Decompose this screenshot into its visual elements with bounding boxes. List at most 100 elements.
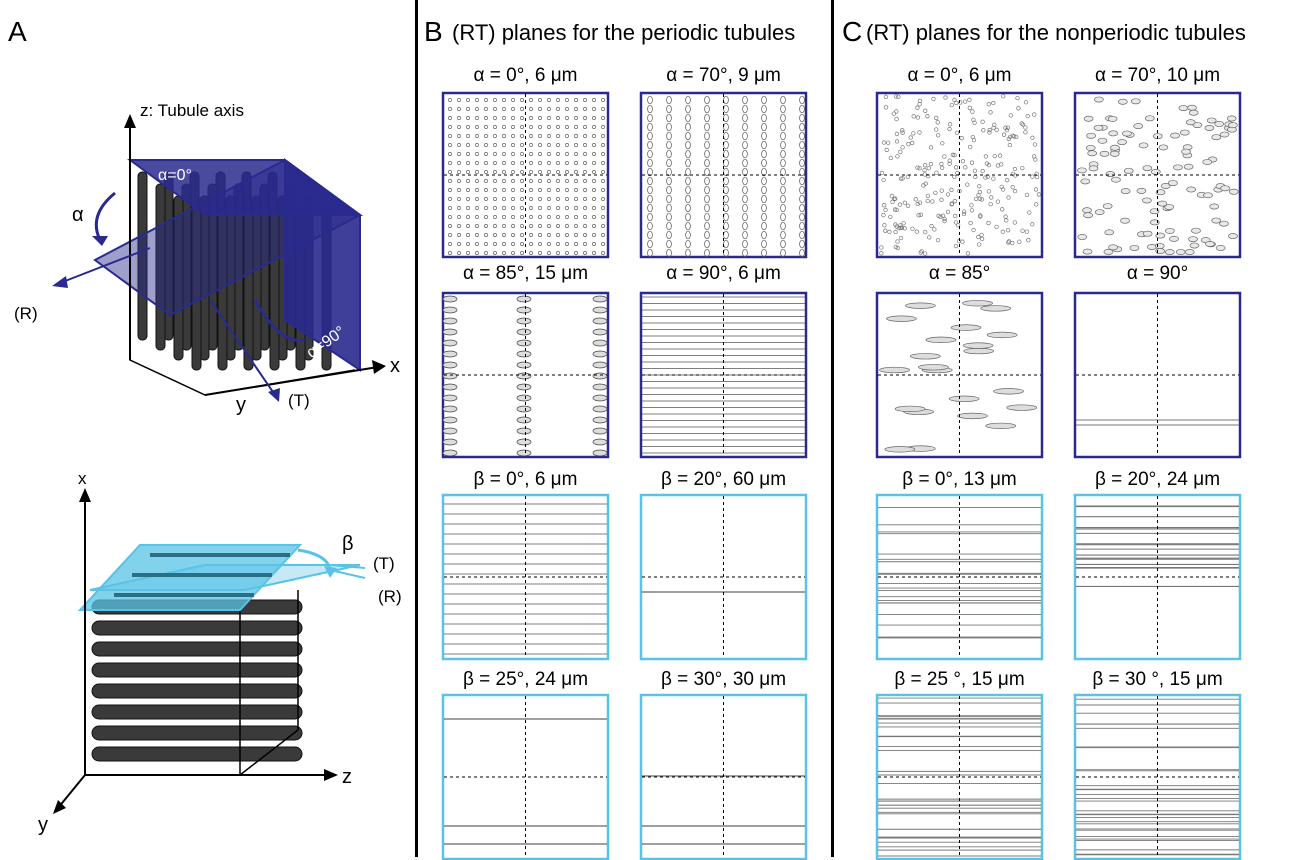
rt-plane-tile <box>639 693 808 860</box>
tubule-section <box>1088 165 1099 172</box>
tubule-section <box>466 188 470 192</box>
tubule-section <box>952 198 958 204</box>
tubule-section <box>994 224 999 230</box>
tubule-section <box>601 116 605 120</box>
tubule-section <box>1087 150 1098 157</box>
tubule-section <box>1005 228 1011 233</box>
tubule-section <box>574 251 578 255</box>
tubule-section <box>466 143 470 147</box>
tubule-section <box>971 227 976 233</box>
tubule-section <box>565 206 569 210</box>
tubule-section <box>685 140 691 150</box>
tubule-section <box>1019 121 1024 126</box>
tubule-section <box>799 185 805 195</box>
tubule-section <box>1005 125 1011 130</box>
tubule-section <box>1006 136 1011 142</box>
tubule-section <box>538 161 542 165</box>
tubule-section <box>583 161 587 165</box>
tubule-section <box>976 192 981 198</box>
tubule-section <box>898 176 904 181</box>
tile-label-c: α = 70°, 10 μm <box>1094 65 1221 86</box>
tubule-section <box>516 405 532 413</box>
tubule-section <box>529 170 533 174</box>
tubule-section <box>529 188 533 192</box>
tubule-section <box>704 122 710 132</box>
tubule-section <box>647 113 653 123</box>
tubule-section <box>592 350 608 358</box>
tubule-section <box>592 143 596 147</box>
tubule-section <box>511 179 515 183</box>
tubule-section <box>574 206 578 210</box>
tubule-section <box>978 214 983 219</box>
tubule-section <box>1220 185 1230 192</box>
tubule-section <box>592 224 596 228</box>
tubule-section <box>1014 134 1019 140</box>
tubule-section <box>666 104 672 114</box>
tubule-section <box>493 242 497 246</box>
tubule-section <box>547 98 551 102</box>
tubule-section <box>666 194 672 204</box>
tile-label-b: α = 0°, 6 μm <box>473 65 578 86</box>
tubule-section <box>886 315 917 322</box>
tubule-section <box>647 122 653 132</box>
tubule-section <box>502 125 506 129</box>
tubule-section <box>935 120 940 125</box>
tubule-section <box>592 215 596 219</box>
tubule-section <box>883 207 888 213</box>
tubule-section <box>1111 176 1121 183</box>
tubule-section <box>457 179 461 183</box>
tubule-section <box>986 331 1018 339</box>
tubule-section <box>1211 217 1222 224</box>
tubule-section <box>666 140 672 150</box>
tubule-section <box>1099 150 1110 157</box>
tubule-section <box>980 169 985 174</box>
tubule-section <box>962 209 967 214</box>
rt-plane-tile <box>875 493 1044 661</box>
tubule-section <box>926 166 931 171</box>
tubule-section <box>511 152 515 156</box>
tubule-section <box>934 127 939 132</box>
tubule-section <box>883 228 888 233</box>
tubule-section <box>647 248 653 258</box>
tubule-section <box>761 95 767 105</box>
tubule-section <box>457 161 461 165</box>
tubule-section <box>466 116 470 120</box>
tubule-section <box>592 372 608 380</box>
alpha0-label: α=0° <box>158 167 192 184</box>
tubule-section <box>493 107 497 111</box>
tubule-section <box>780 194 786 204</box>
tubule-section <box>442 427 458 435</box>
tubule-section <box>928 145 934 150</box>
tubule-section <box>592 317 608 325</box>
tubule-section <box>666 131 672 141</box>
tubule-section <box>520 116 524 120</box>
tubule-section <box>493 188 497 192</box>
tubule-section <box>484 134 488 138</box>
tubule-section <box>947 161 952 166</box>
tubule-section <box>516 427 532 435</box>
tubule-section <box>894 131 900 137</box>
tubule-section <box>1219 220 1229 227</box>
tubule-section <box>457 170 461 174</box>
tubule-section <box>484 170 488 174</box>
tubule-section <box>565 242 569 246</box>
tubule-section <box>502 251 506 255</box>
tubule-section <box>989 195 994 200</box>
tubule-section <box>466 206 470 210</box>
tubule-section <box>592 233 596 237</box>
tile-label-c: β = 25 °, 15 μm <box>894 669 1025 690</box>
tubule-section <box>547 134 551 138</box>
tubule-section <box>1005 178 1010 183</box>
tubule <box>91 683 303 699</box>
tubule-section <box>520 143 524 147</box>
tubule-section <box>466 107 470 111</box>
tubule-section <box>457 206 461 210</box>
tubule-section <box>520 242 524 246</box>
tubule-section <box>994 127 999 132</box>
tubule-section <box>484 125 488 129</box>
tubule-section <box>1188 109 1199 116</box>
tubule-section <box>1110 144 1120 151</box>
tubule-section <box>484 98 488 102</box>
tubule-section <box>601 233 605 237</box>
tubule-section <box>891 111 896 116</box>
